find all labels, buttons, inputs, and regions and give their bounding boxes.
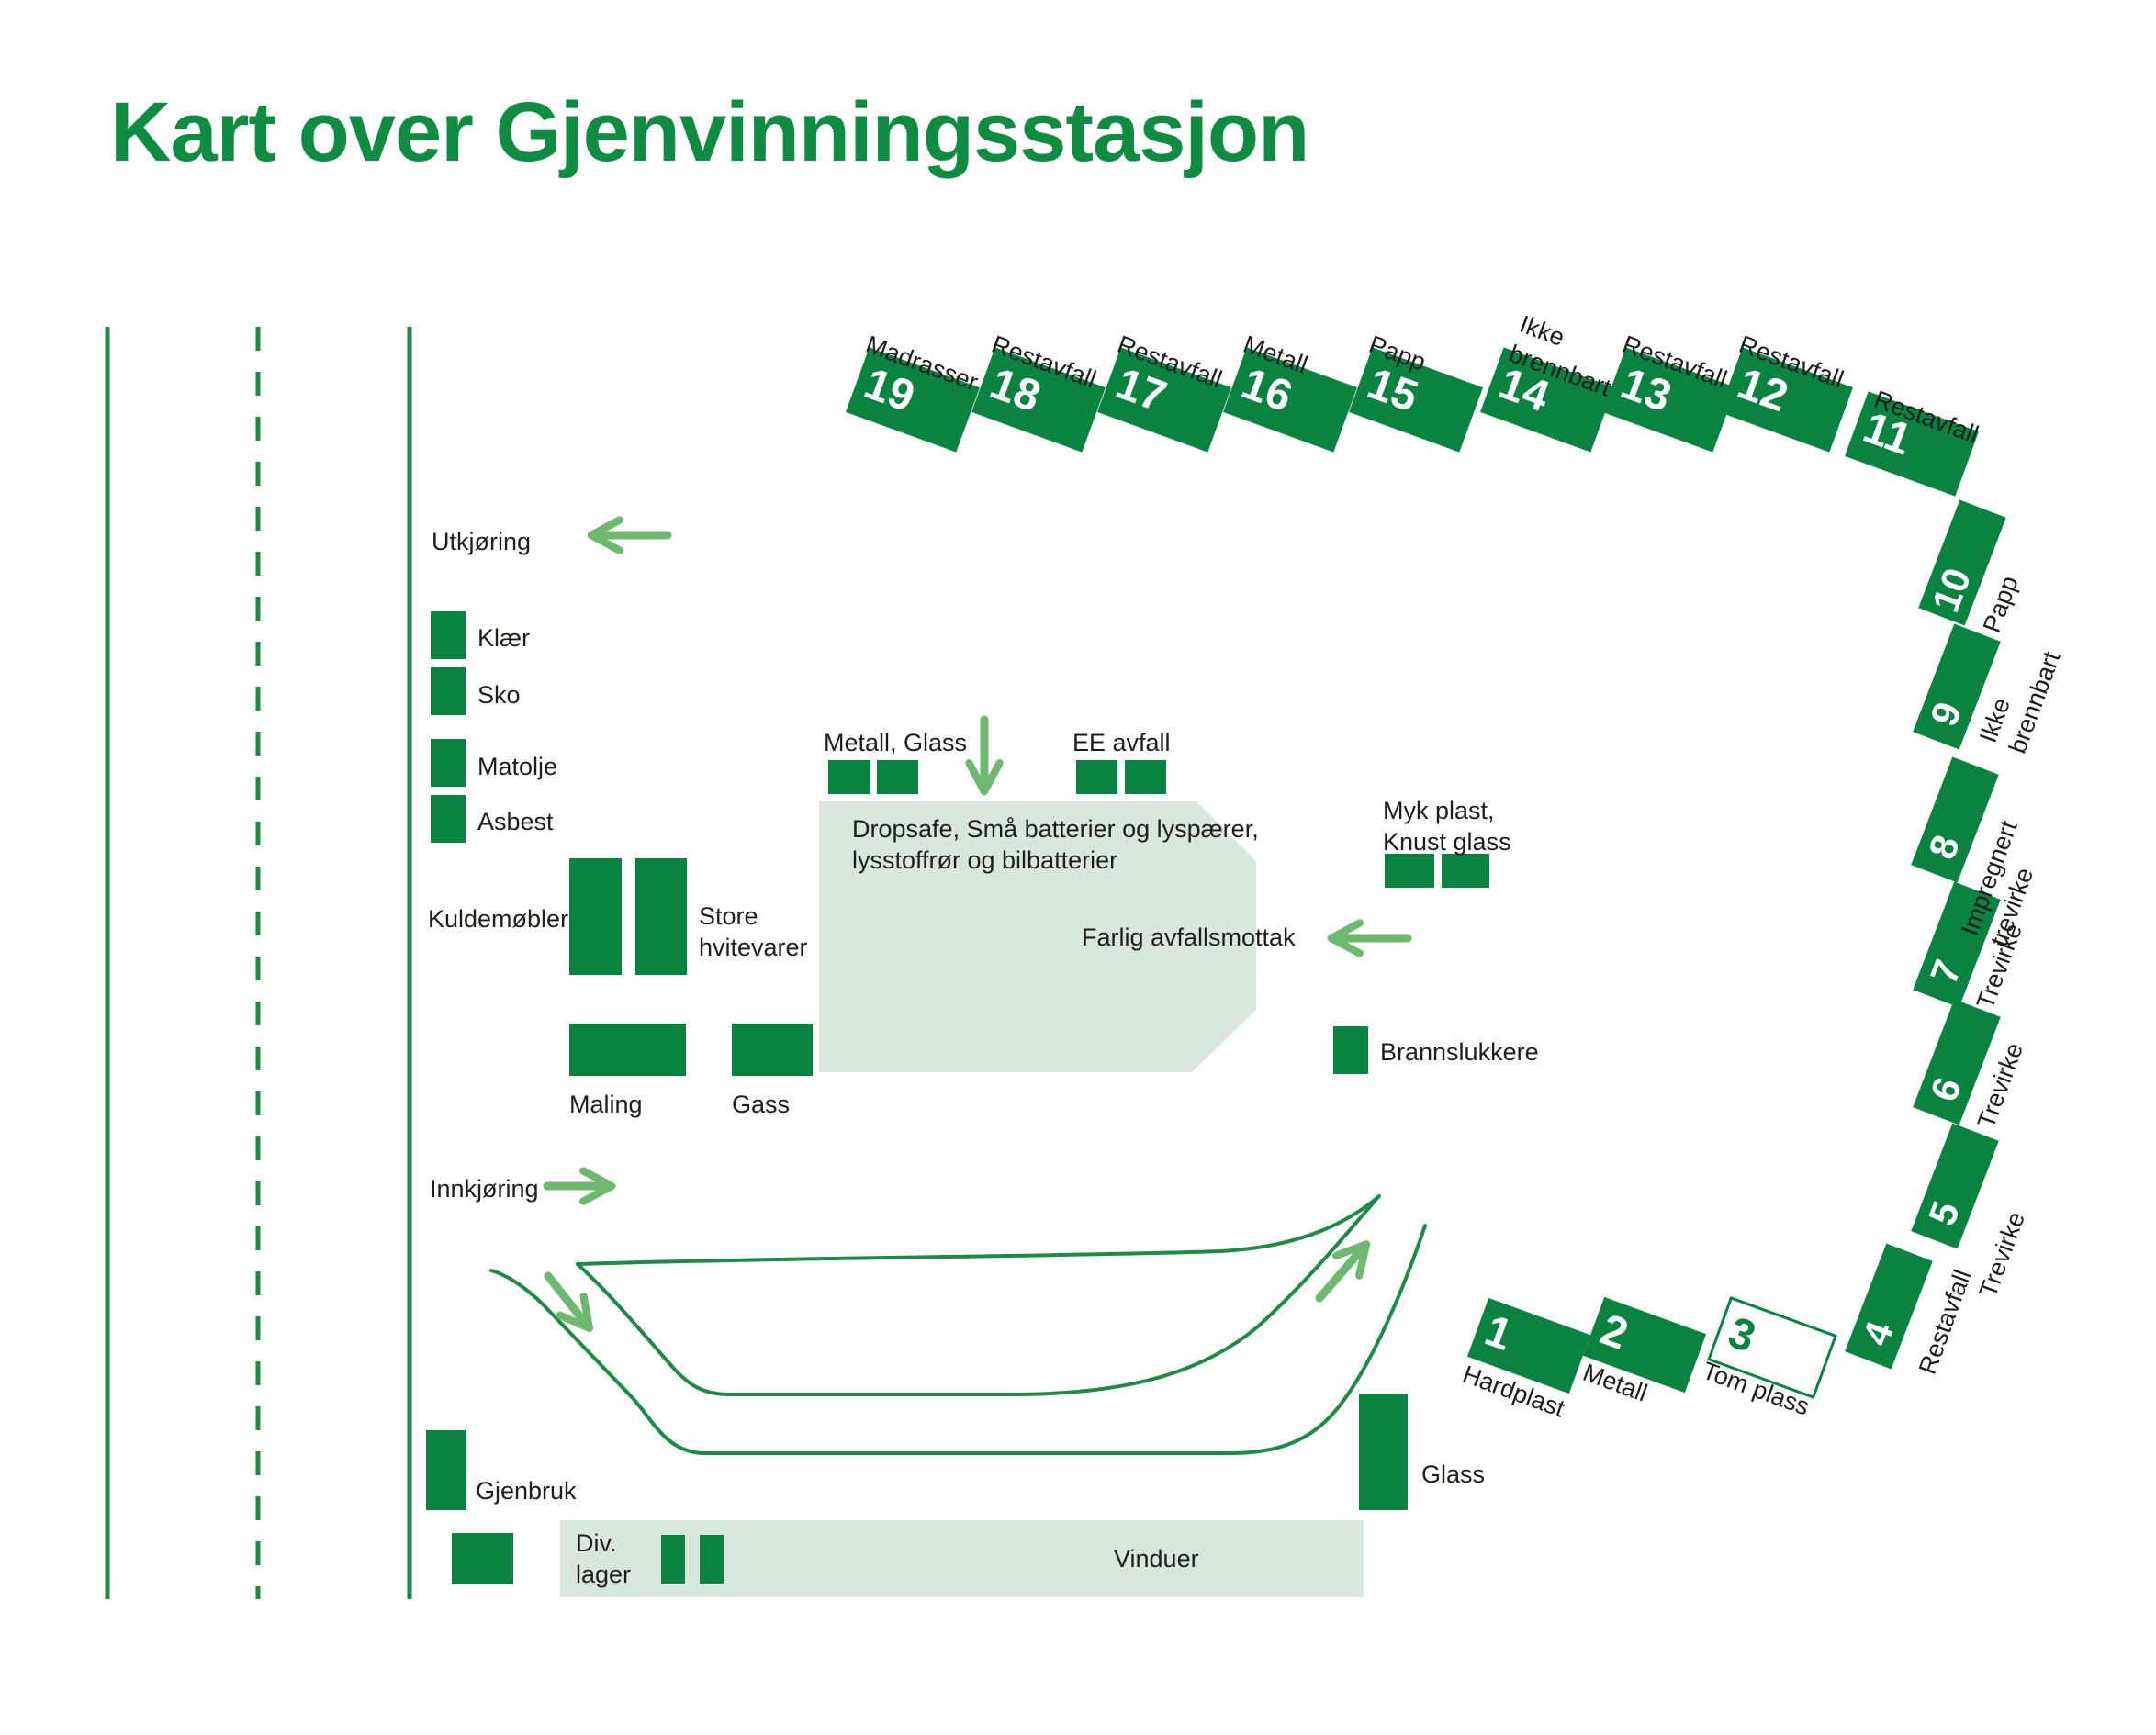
- brannslukkere-rect: [1333, 1026, 1368, 1074]
- asbest-label: Asbest: [477, 808, 554, 835]
- sko-container: [431, 667, 466, 715]
- brannslukkere-label: Brannslukkere: [1380, 1038, 1539, 1066]
- container-number-3: 3: [1722, 1307, 1762, 1362]
- loop-road: [489, 1194, 1427, 1455]
- container-number-10: 10: [1923, 562, 1980, 618]
- ee-avfall-sq-2: [1125, 760, 1166, 794]
- myk-plast-sq-2: [1442, 854, 1489, 888]
- street-lines: [105, 327, 412, 1599]
- glass-label: Glass: [1421, 1461, 1486, 1488]
- page-title: Kart over Gjenvinningsstasjon: [110, 85, 1309, 179]
- exit-ramp-arrow: [1315, 1240, 1371, 1303]
- store-hvitevarer-label: Store hvitevarer: [699, 902, 808, 961]
- hazard-area-polygon: [819, 801, 1256, 1072]
- container-number-5: 5: [1919, 1195, 1969, 1232]
- container-number-2: 2: [1594, 1304, 1634, 1360]
- container-number-8: 8: [1919, 829, 1969, 866]
- vinduer-label: Vinduer: [1114, 1545, 1199, 1573]
- gass-label: Gass: [732, 1091, 791, 1118]
- ramp-down-arrow: [544, 1271, 593, 1333]
- asbest-container: [431, 795, 466, 843]
- road-inner-path: [576, 1196, 1379, 1396]
- div-lager-strip: [560, 1520, 1364, 1597]
- traffic-arrows: [543, 516, 1412, 1333]
- container-number-4: 4: [1853, 1315, 1903, 1352]
- farlig-avfallsmottak-label: Farlig avfallsmottak: [1082, 923, 1296, 951]
- road-outer-path: [489, 1224, 1427, 1455]
- div-lager-label: Div. lager: [576, 1529, 632, 1588]
- storage-square: [452, 1533, 513, 1584]
- matolje-label: Matolje: [477, 753, 558, 780]
- glass-rect: [1359, 1394, 1408, 1510]
- klaer-label: Klær: [477, 624, 531, 652]
- ee-avfall-label: EE avfall: [1072, 729, 1171, 756]
- gjenbruk-rect: [426, 1430, 466, 1510]
- container-number-6: 6: [1921, 1071, 1971, 1108]
- myk-plast-sq-1: [1385, 854, 1434, 888]
- div-lager-sq-2: [700, 1535, 724, 1584]
- kuldemobler-rect-1: [569, 858, 622, 975]
- innkjoring-label: Innkjøring: [430, 1175, 539, 1203]
- utkjoring-label: Utkjøring: [432, 528, 532, 555]
- dropsafe-text: Dropsafe, Små batterier og lyspærer, lys…: [852, 815, 1259, 874]
- gass-rect: [732, 1024, 813, 1076]
- kuldemobler-label: Kuldemøbler: [428, 905, 569, 933]
- sko-label: Sko: [477, 681, 521, 709]
- road-top-path: [576, 1194, 1381, 1266]
- matolje-container: [431, 739, 466, 787]
- ee-avfall-sq-1: [1076, 760, 1117, 794]
- metall-glass-label: Metall, Glass: [824, 729, 968, 756]
- metall-glass-sq-2: [877, 760, 918, 794]
- myk-plast-label: Myk plast, Knust glass: [1383, 797, 1511, 856]
- maling-label: Maling: [569, 1091, 643, 1118]
- container-number-1: 1: [1478, 1305, 1519, 1360]
- maling-rect: [569, 1024, 686, 1076]
- klaer-container: [431, 611, 466, 659]
- metall-glass-sq-1: [828, 760, 870, 794]
- div-lager-sq-1: [661, 1535, 685, 1584]
- container-number-7: 7: [1921, 954, 1971, 991]
- container-number-9: 9: [1921, 696, 1971, 733]
- gjenbruk-label: Gjenbruk: [476, 1477, 577, 1505]
- kuldemobler-rect-2: [635, 858, 687, 975]
